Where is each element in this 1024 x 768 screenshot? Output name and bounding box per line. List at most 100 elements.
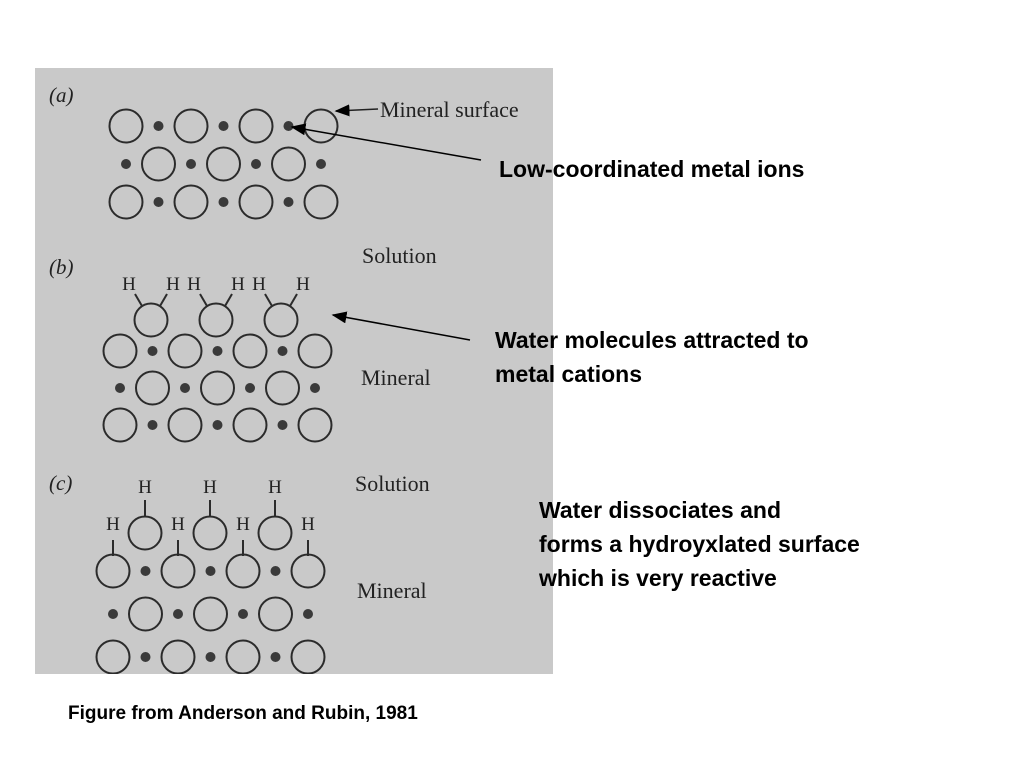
metal-ion [121, 159, 131, 169]
oxide-atom [135, 370, 170, 406]
metal-ion [316, 159, 326, 169]
oxide-atom [173, 184, 209, 220]
oxide-atom [95, 553, 131, 589]
hydroxyl-oxygen [192, 515, 228, 551]
metal-ion [147, 346, 158, 356]
hydrogen-label: H [301, 514, 315, 535]
hydrogen-label: H [138, 477, 152, 498]
water-oxygen [198, 302, 234, 338]
water-oxygen [263, 302, 299, 338]
metal-ion [218, 197, 229, 207]
water-oxygen [133, 302, 169, 338]
hydroxyl-oxygen [257, 515, 293, 551]
metal-ion [147, 420, 158, 430]
metal-ion [238, 609, 248, 619]
hydrogen-label: H [171, 514, 185, 535]
bond-line [224, 293, 233, 307]
oxide-atom [200, 370, 235, 406]
panel-b-label: (b) [49, 255, 74, 279]
oxide-atom [232, 333, 268, 369]
oxide-atom [297, 407, 333, 443]
water-attracted-callout: Water molecules attracted to metal catio… [495, 323, 809, 391]
oxide-atom [271, 146, 306, 182]
bond-line [289, 293, 298, 307]
callout-line: Low-coordinated metal ions [499, 156, 805, 182]
oxide-atom [102, 407, 138, 443]
oxide-atom [193, 596, 228, 632]
callout-line: metal cations [495, 361, 642, 387]
hydrogen-label: H [203, 477, 217, 498]
oxide-atom [128, 596, 163, 632]
metal-ion [212, 346, 223, 356]
callout-line: Water molecules attracted to [495, 327, 809, 353]
metal-ion [283, 121, 294, 131]
metal-ion [303, 609, 313, 619]
oxide-atom [232, 407, 268, 443]
oxide-atom [225, 639, 261, 674]
oxide-atom [265, 370, 300, 406]
oxide-atom [290, 639, 326, 674]
hydroxyl-oxygen [127, 515, 163, 551]
metal-ion [140, 652, 151, 662]
metal-ion [205, 652, 216, 662]
panel-b-solution-label: Solution [362, 243, 437, 268]
metal-ion [218, 121, 229, 131]
mineral-surface-label: Mineral surface [380, 97, 519, 122]
oxide-atom [238, 184, 274, 220]
oxide-atom [303, 108, 339, 144]
metal-ion [277, 420, 288, 430]
callout-line: which is very reactive [539, 565, 777, 591]
metal-ion [212, 420, 223, 430]
hydrogen-label: H [122, 274, 136, 295]
low-coordinated-callout: Low-coordinated metal ions [499, 152, 804, 186]
oxide-atom [108, 184, 144, 220]
hydrogen-label: H [106, 514, 120, 535]
metal-ion [186, 159, 196, 169]
oxide-atom [290, 553, 326, 589]
oxide-atom [141, 146, 176, 182]
bond-line [134, 293, 143, 307]
metal-ion [140, 566, 151, 576]
panel-a-label: (a) [49, 83, 74, 107]
metal-ion [270, 652, 281, 662]
water-dissociates-callout: Water dissociates and forms a hydroyxlat… [539, 493, 860, 595]
bond-line [159, 293, 168, 307]
oxide-atom [167, 333, 203, 369]
atom-lattice [95, 108, 339, 674]
hydrogen-label: H [166, 274, 180, 295]
callout-line: forms a hydroyxlated surface [539, 531, 860, 557]
hydrogen-label: H [296, 274, 310, 295]
figure-caption: Figure from Anderson and Rubin, 1981 [68, 703, 418, 724]
metal-ion [245, 383, 255, 393]
metal-ion [277, 346, 288, 356]
metal-ion [310, 383, 320, 393]
oxide-atom [173, 108, 209, 144]
bond-line [199, 293, 208, 307]
hydrogen-label: H [187, 274, 201, 295]
oxide-atom [160, 639, 196, 674]
metal-ion [108, 609, 118, 619]
metal-ion [173, 609, 183, 619]
panel-c-label: (c) [49, 471, 72, 495]
callout-line: Water dissociates and [539, 497, 782, 523]
oxide-atom [167, 407, 203, 443]
oxide-atom [160, 553, 196, 589]
metal-ion [270, 566, 281, 576]
oxide-atom [95, 639, 131, 674]
oxide-atom [258, 596, 293, 632]
hydrogen-label: H [252, 274, 266, 295]
oxide-atom [238, 108, 274, 144]
oxide-atom [225, 553, 261, 589]
hydrogen-label: H [236, 514, 250, 535]
oxide-atom [108, 108, 144, 144]
bond-line [264, 293, 273, 307]
metal-ion [115, 383, 125, 393]
oxide-atom [206, 146, 241, 182]
hydrogen-label: H [268, 477, 282, 498]
metal-ion [153, 197, 164, 207]
metal-ion [153, 121, 164, 131]
hydrogen-label: H [231, 274, 245, 295]
